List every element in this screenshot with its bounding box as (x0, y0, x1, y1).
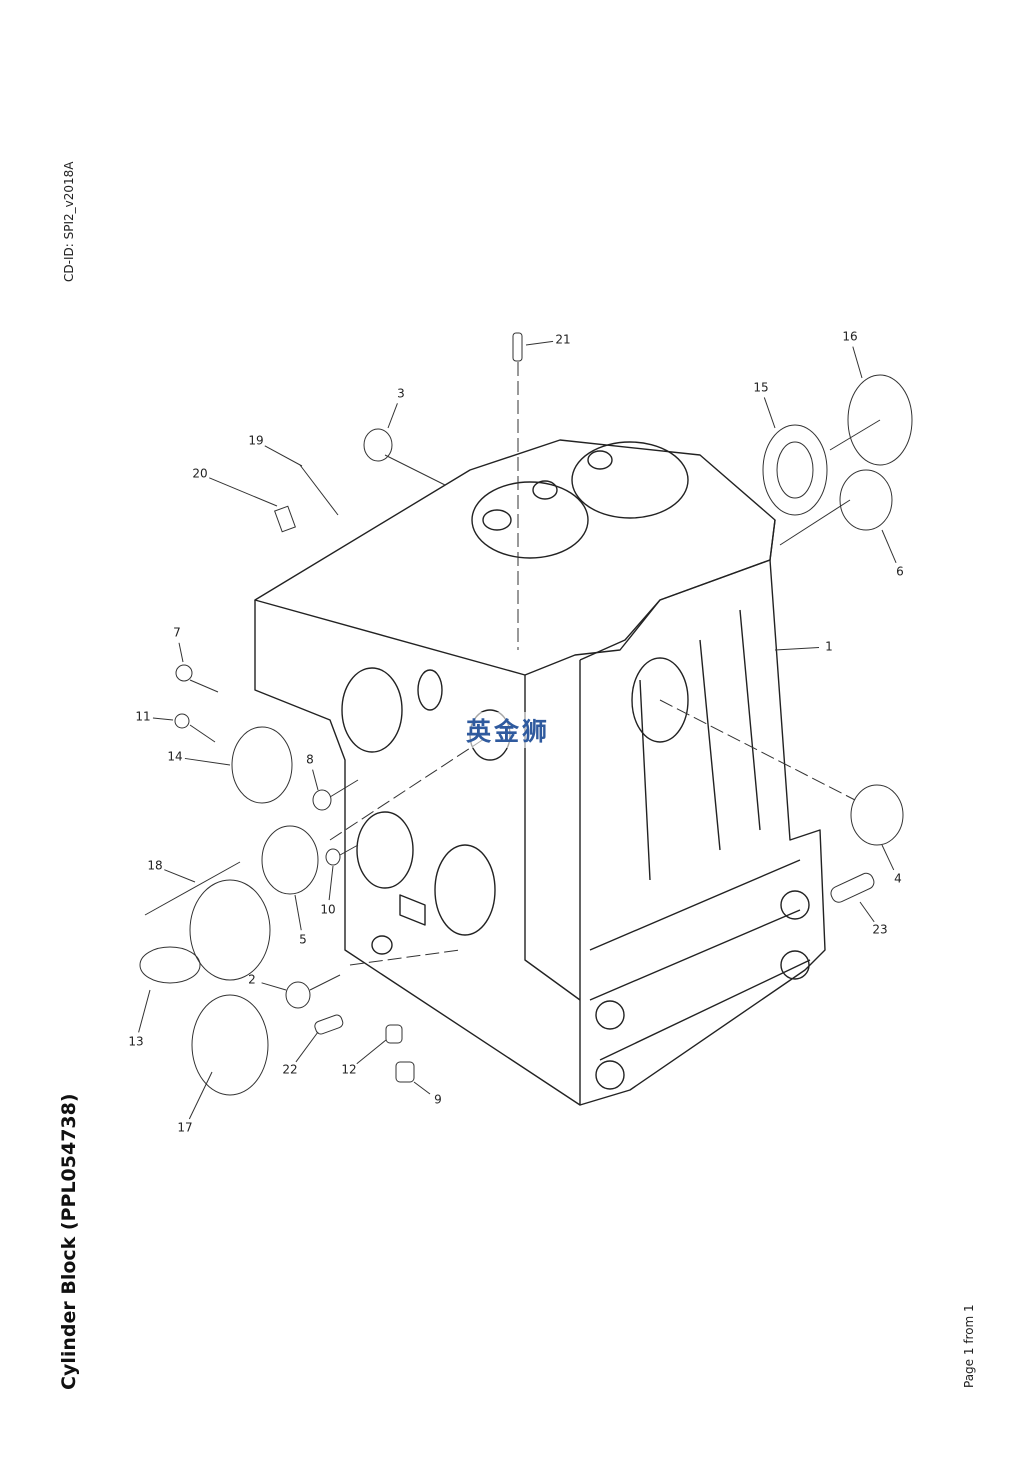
callout-1: 1 (825, 640, 833, 654)
callout-23: 23 (872, 923, 887, 937)
callout-15: 15 (753, 381, 768, 395)
callout-leader-20 (209, 477, 278, 507)
callout-leader-9 (413, 1081, 431, 1095)
callout-leader-19 (264, 445, 303, 467)
callout-12: 12 (341, 1063, 356, 1077)
callout-22: 22 (282, 1063, 297, 1077)
callout-leader-1 (774, 647, 820, 651)
callout-17: 17 (177, 1121, 192, 1135)
callout-6: 6 (896, 565, 904, 579)
callout-leader-13 (138, 989, 151, 1033)
cylinder-block (254, 439, 826, 1106)
callout-19: 19 (248, 434, 263, 448)
callout-18: 18 (147, 859, 162, 873)
callout-8: 8 (306, 753, 314, 767)
callout-11: 11 (135, 710, 150, 724)
callout-leader-10 (328, 865, 334, 901)
callout-leader-11 (152, 717, 174, 721)
centerlines (189, 362, 881, 991)
callout-leader-7 (178, 642, 184, 663)
callout-leader-21 (525, 340, 554, 346)
callout-21: 21 (555, 333, 570, 347)
callout-14: 14 (167, 750, 182, 764)
callout-leader-18 (164, 869, 196, 883)
callout-leader-5 (294, 894, 302, 931)
callout-leader-3 (387, 403, 398, 429)
callout-4: 4 (894, 872, 902, 886)
callout-9: 9 (434, 1093, 442, 1107)
callout-leader-15 (763, 397, 776, 429)
callout-leader-23 (859, 901, 875, 923)
watermark: 英金狮 (466, 712, 551, 748)
loose-parts (139, 332, 913, 1096)
callout-leader-2 (261, 982, 287, 991)
callout-leader-17 (188, 1071, 213, 1120)
callout-leader-8 (312, 769, 319, 791)
callout-16: 16 (842, 330, 857, 344)
callout-3: 3 (397, 387, 405, 401)
callout-leader-6 (881, 529, 897, 564)
callout-13: 13 (128, 1035, 143, 1049)
callout-10: 10 (320, 903, 335, 917)
callout-2: 2 (248, 973, 256, 987)
callout-7: 7 (173, 626, 181, 640)
callout-leader-22 (295, 1031, 319, 1063)
callout-leader-14 (184, 757, 231, 766)
callout-leader-4 (881, 844, 895, 871)
callout-5: 5 (299, 933, 307, 947)
callout-leader-12 (356, 1039, 387, 1065)
callout-leader-16 (852, 346, 863, 379)
callout-20: 20 (192, 467, 207, 481)
